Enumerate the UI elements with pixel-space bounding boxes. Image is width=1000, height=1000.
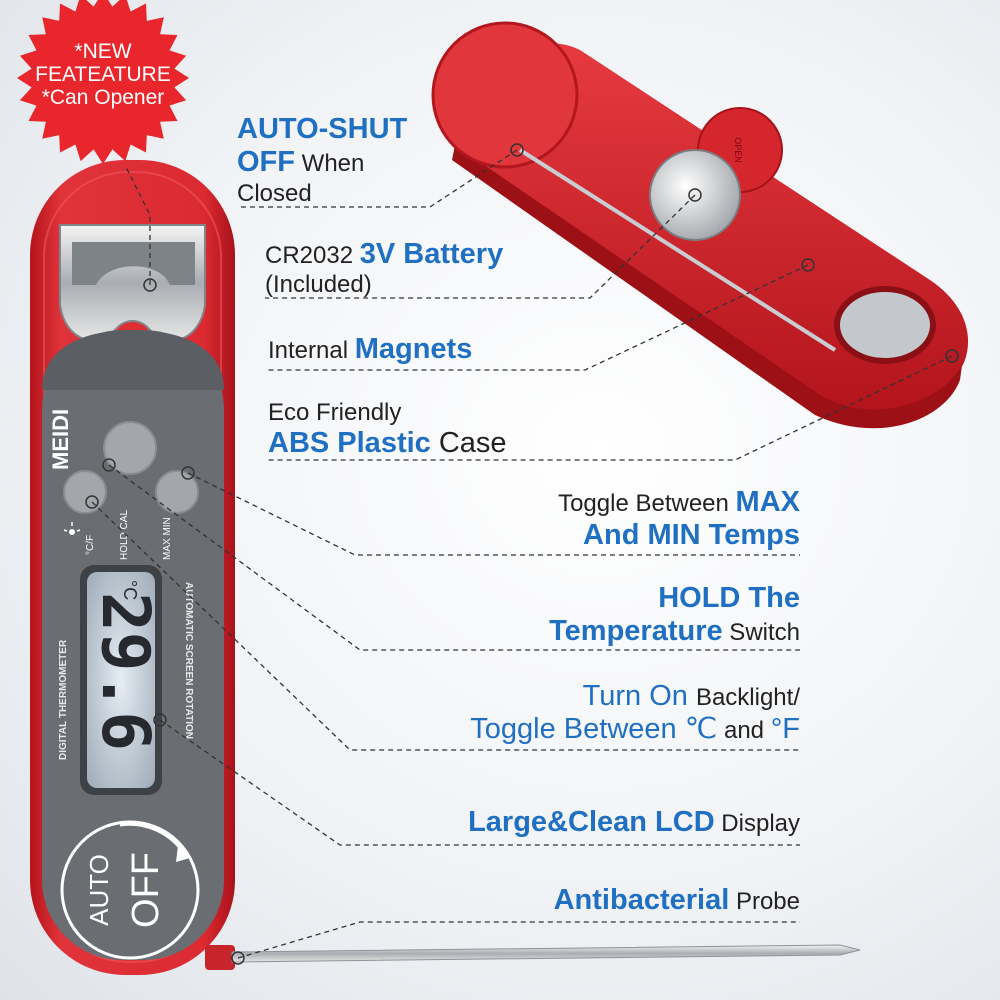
backlight-unit-button[interactable] bbox=[63, 470, 107, 514]
magnets-pre: Internal bbox=[268, 337, 355, 364]
closed-opener-hole bbox=[834, 286, 936, 364]
off-bold: OFF bbox=[237, 146, 295, 179]
leader-hold bbox=[108, 464, 800, 651]
maxmin-pre: Toggle Between bbox=[558, 490, 736, 517]
battery-pre: CR2032 bbox=[265, 242, 360, 269]
maxmin-bold: MAX bbox=[735, 486, 800, 518]
lcd-screen bbox=[87, 572, 155, 788]
magnets-bold: Magnets bbox=[354, 333, 473, 365]
top-button[interactable] bbox=[103, 421, 157, 475]
label-auto-rotation: AUTOMATIC SCREEN ROTATION bbox=[183, 582, 194, 739]
callout-case: Eco Friendly ABS Plastic Case bbox=[268, 399, 507, 460]
lcd-bold: Large&Clean LCD bbox=[468, 806, 715, 838]
callout-magnets: Internal Magnets bbox=[268, 333, 472, 366]
case-bold: ABS Plastic bbox=[268, 426, 431, 459]
callout-probe: Antibacterial Probe bbox=[554, 884, 800, 917]
closed-text: Closed bbox=[237, 179, 312, 207]
battery-bold: 3V Battery bbox=[359, 238, 504, 270]
badge-text: *NEW FEATEATURE *Can Opener bbox=[18, 40, 188, 109]
panel-top bbox=[42, 330, 224, 390]
closed-hinge-disc bbox=[431, 21, 579, 169]
lcd-reading: 29.6 bbox=[87, 592, 164, 751]
callout-battery: CR2032 3V Battery (Included) bbox=[265, 238, 503, 299]
hold-rest: Switch bbox=[722, 619, 800, 647]
leader-lines bbox=[91, 149, 953, 959]
open-thermometer: MEIDI °C/F HOLD CAL MAX MIN 29.6 °C DIGI… bbox=[30, 160, 861, 975]
probe-bold: Antibacterial bbox=[553, 884, 730, 916]
badge-line-3: *Can Opener bbox=[41, 86, 165, 110]
auto-off-ring bbox=[60, 820, 200, 960]
leader-magnets bbox=[268, 264, 809, 371]
callout-backlight: Turn On Backlight/ Toggle Between ℃ and … bbox=[470, 680, 800, 747]
leader-battery bbox=[265, 194, 696, 299]
label-hold-cal: HOLD CAL bbox=[119, 510, 130, 560]
bottle-opener-slot bbox=[72, 242, 195, 285]
leader-lcd bbox=[159, 719, 800, 846]
auto-off-arrowhead bbox=[176, 845, 190, 862]
battery-cover-text: OPEN bbox=[733, 137, 743, 163]
probe-rest: Probe bbox=[729, 888, 800, 915]
badge-line-2: FEATEATURE bbox=[35, 63, 171, 87]
callout-max-min: Toggle Between MAX And MIN Temps bbox=[558, 486, 800, 553]
case-rest: Case bbox=[430, 426, 507, 459]
max-min-button[interactable] bbox=[155, 470, 199, 514]
leader-case bbox=[268, 355, 953, 461]
hold-line1: HOLD The bbox=[658, 582, 800, 614]
label-cf: °C/F bbox=[85, 535, 96, 555]
callout-hold: HOLD The Temperature Switch bbox=[549, 582, 800, 649]
closed-thermometer: OPEN bbox=[431, 21, 969, 429]
backlight-icon bbox=[63, 522, 81, 535]
leader-probe bbox=[237, 921, 800, 959]
label-digital-thermometer: DIGITAL THERMOMETER bbox=[58, 639, 69, 760]
backlight-and: and bbox=[717, 717, 771, 745]
lcd-unit: °C bbox=[120, 580, 140, 600]
backlight-rest: Backlight/ bbox=[695, 684, 800, 711]
badge-line-1: *NEW bbox=[74, 40, 132, 63]
case-line1: Eco Friendly bbox=[268, 399, 402, 426]
backlight-f: °F bbox=[770, 713, 800, 746]
new-feature-badge bbox=[17, 0, 189, 164]
folded-probe bbox=[518, 148, 837, 352]
leader-backlight bbox=[91, 501, 800, 751]
probe-hinge bbox=[205, 945, 235, 970]
probe-rod bbox=[231, 944, 861, 963]
hold-bold: Temperature bbox=[549, 615, 723, 648]
callout-auto-shut-off: AUTO-SHUT OFF When Closed bbox=[237, 113, 407, 207]
backlight-toggle: Toggle Between ℃ bbox=[470, 713, 718, 746]
callout-lcd: Large&Clean LCD Display bbox=[468, 806, 800, 839]
backlight-pre: Turn On bbox=[582, 680, 696, 712]
auto-shut-bold: AUTO-SHUT bbox=[237, 113, 408, 145]
off-label: OFF bbox=[125, 852, 167, 928]
maxmin-line2: And MIN Temps bbox=[583, 519, 800, 552]
auto-label: AUTO bbox=[84, 854, 114, 926]
brand-logo: MEIDI bbox=[48, 409, 73, 470]
label-max-min: MAX MIN bbox=[162, 517, 173, 560]
when-text: When bbox=[295, 150, 365, 178]
leader-dots bbox=[85, 143, 959, 965]
battery-included: (Included) bbox=[265, 271, 372, 299]
lcd-rest: Display bbox=[714, 810, 800, 837]
